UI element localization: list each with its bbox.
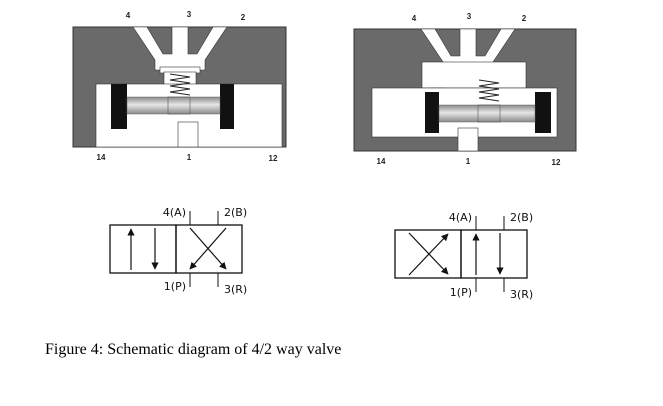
symbol-left-port-p: 1(P) — [164, 280, 186, 293]
valve-right-spring — [478, 79, 500, 102]
symbol-right-port-b: 2(B) — [510, 211, 533, 224]
valve-right-cross-section: 4 3 2 14 1 12 — [353, 12, 577, 167]
symbol-left-box-2 — [175, 224, 243, 274]
valve-left-port-4: 4 — [126, 11, 131, 20]
symbol-left-port-r: 3(R) — [224, 283, 247, 296]
symbol-right-port-r: 3(R) — [510, 288, 533, 301]
valve-right-port-12: 12 — [552, 158, 561, 167]
symbol-right-box-2 — [460, 229, 528, 279]
valve-left-piston-left — [111, 84, 127, 129]
symbol-left-port-b: 2(B) — [224, 206, 247, 219]
valve-left-port-2: 2 — [241, 13, 246, 22]
valve-right-port-2: 2 — [522, 14, 527, 23]
symbol-left: 4(A) 2(B) 1(P) 3(R) — [109, 206, 247, 296]
symbol-left-cross-arrow-2 — [189, 227, 227, 270]
symbol-right-cross-arrow-2 — [408, 233, 449, 276]
valve-left-cross-section: 4 3 2 14 1 12 — [72, 10, 287, 163]
symbol-right-box-1 — [394, 229, 462, 279]
valve-right-piston-left — [425, 92, 439, 133]
valve-right-port-4: 4 — [412, 14, 417, 23]
valve-right-port-1: 1 — [466, 157, 471, 166]
valve-right-port-3: 3 — [467, 12, 472, 21]
symbol-right: 4(A) 2(B) 1(P) 3(R) — [394, 211, 533, 301]
valve-right-spool — [438, 104, 536, 123]
symbol-right-port-a: 4(A) — [449, 211, 472, 224]
valve-left-spring — [169, 73, 191, 96]
valve-left-piston-right — [220, 84, 234, 129]
symbol-left-box-1 — [109, 224, 177, 274]
symbol-left-port-a: 4(A) — [163, 206, 186, 219]
symbol-right-cross-arrow-1 — [408, 232, 449, 275]
valve-left-spool — [126, 96, 221, 115]
valve-left-port-12: 12 — [269, 154, 278, 163]
symbol-right-port-p: 1(P) — [450, 286, 472, 299]
valve-right-piston-right — [535, 92, 551, 133]
valve-left-port-1: 1 — [187, 153, 192, 162]
valve-right-port-14: 14 — [377, 157, 386, 166]
valve-left-port-3: 3 — [187, 10, 192, 19]
valve-left-port-14: 14 — [97, 153, 106, 162]
figure-caption: Figure 4: Schematic diagram of 4/2 way v… — [45, 341, 342, 358]
